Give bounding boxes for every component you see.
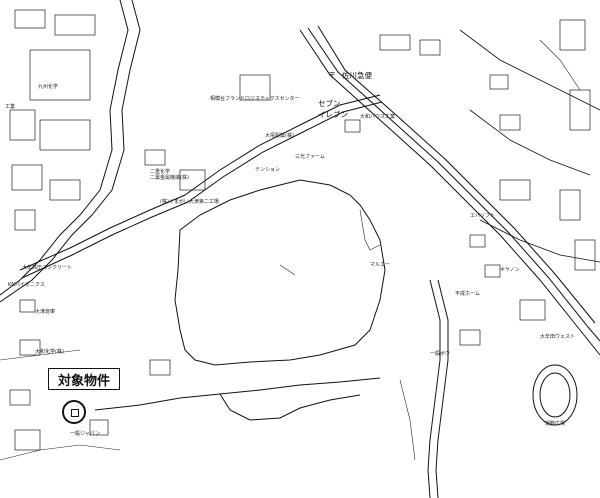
label-post: 佐川急便 — [342, 71, 372, 80]
label-l16: エバソフト — [470, 213, 496, 219]
target-circle-icon — [62, 400, 86, 424]
target-property-text: 対象物件 — [57, 373, 110, 389]
label-l3: 二重化学 — [150, 169, 171, 175]
label-l12: 大和化学(株) — [35, 349, 64, 355]
minor-roads — [0, 39, 581, 461]
east-diagonals — [459, 29, 600, 263]
label-l6: 大塚製薬(株) — [265, 133, 294, 139]
label-l1: 大和ハウス工業 — [360, 114, 396, 120]
connector-road — [19, 94, 383, 279]
label-l15: マルエー — [370, 262, 391, 268]
label-l4: 工業 — [5, 104, 16, 110]
label-l21: 大牟田ウェスト — [540, 334, 576, 340]
label-l7: 二葉金属機械(株) — [150, 175, 189, 181]
label-l8: (株)くまがい大津第二工場 — [160, 199, 219, 205]
target-property-label: 対象物件 — [48, 368, 120, 390]
south-road — [94, 377, 381, 421]
label-l14: テンション — [255, 167, 281, 173]
east-road — [427, 279, 449, 498]
post-office-icon: 〒 — [328, 71, 336, 80]
label-l10: KNパイオニクス — [8, 282, 45, 288]
label-l2: 九州化学 — [38, 84, 59, 90]
label-l20: 運動広場 — [545, 421, 566, 427]
sports-ground — [532, 364, 578, 426]
label-l11: 大津倉庫 — [35, 309, 56, 315]
buildings — [9, 9, 596, 451]
label-l19: 一般ボウ — [430, 351, 451, 357]
label-l22: 一般ジャパン — [70, 431, 101, 437]
west-road — [0, 0, 141, 303]
label-l5: 相模台ブランドロジスティクスセンター — [210, 96, 300, 102]
main-highway — [299, 25, 600, 356]
label-l18: 平成ホーム — [455, 291, 480, 297]
label-l9: 大牟高圧コンクリート — [22, 265, 73, 271]
label-seven-eleven: セブン イレブン — [318, 99, 348, 119]
central-parcel — [174, 179, 386, 366]
label-l13: 三光ファーム — [295, 154, 325, 160]
label-l17: キヤノン — [500, 267, 520, 273]
